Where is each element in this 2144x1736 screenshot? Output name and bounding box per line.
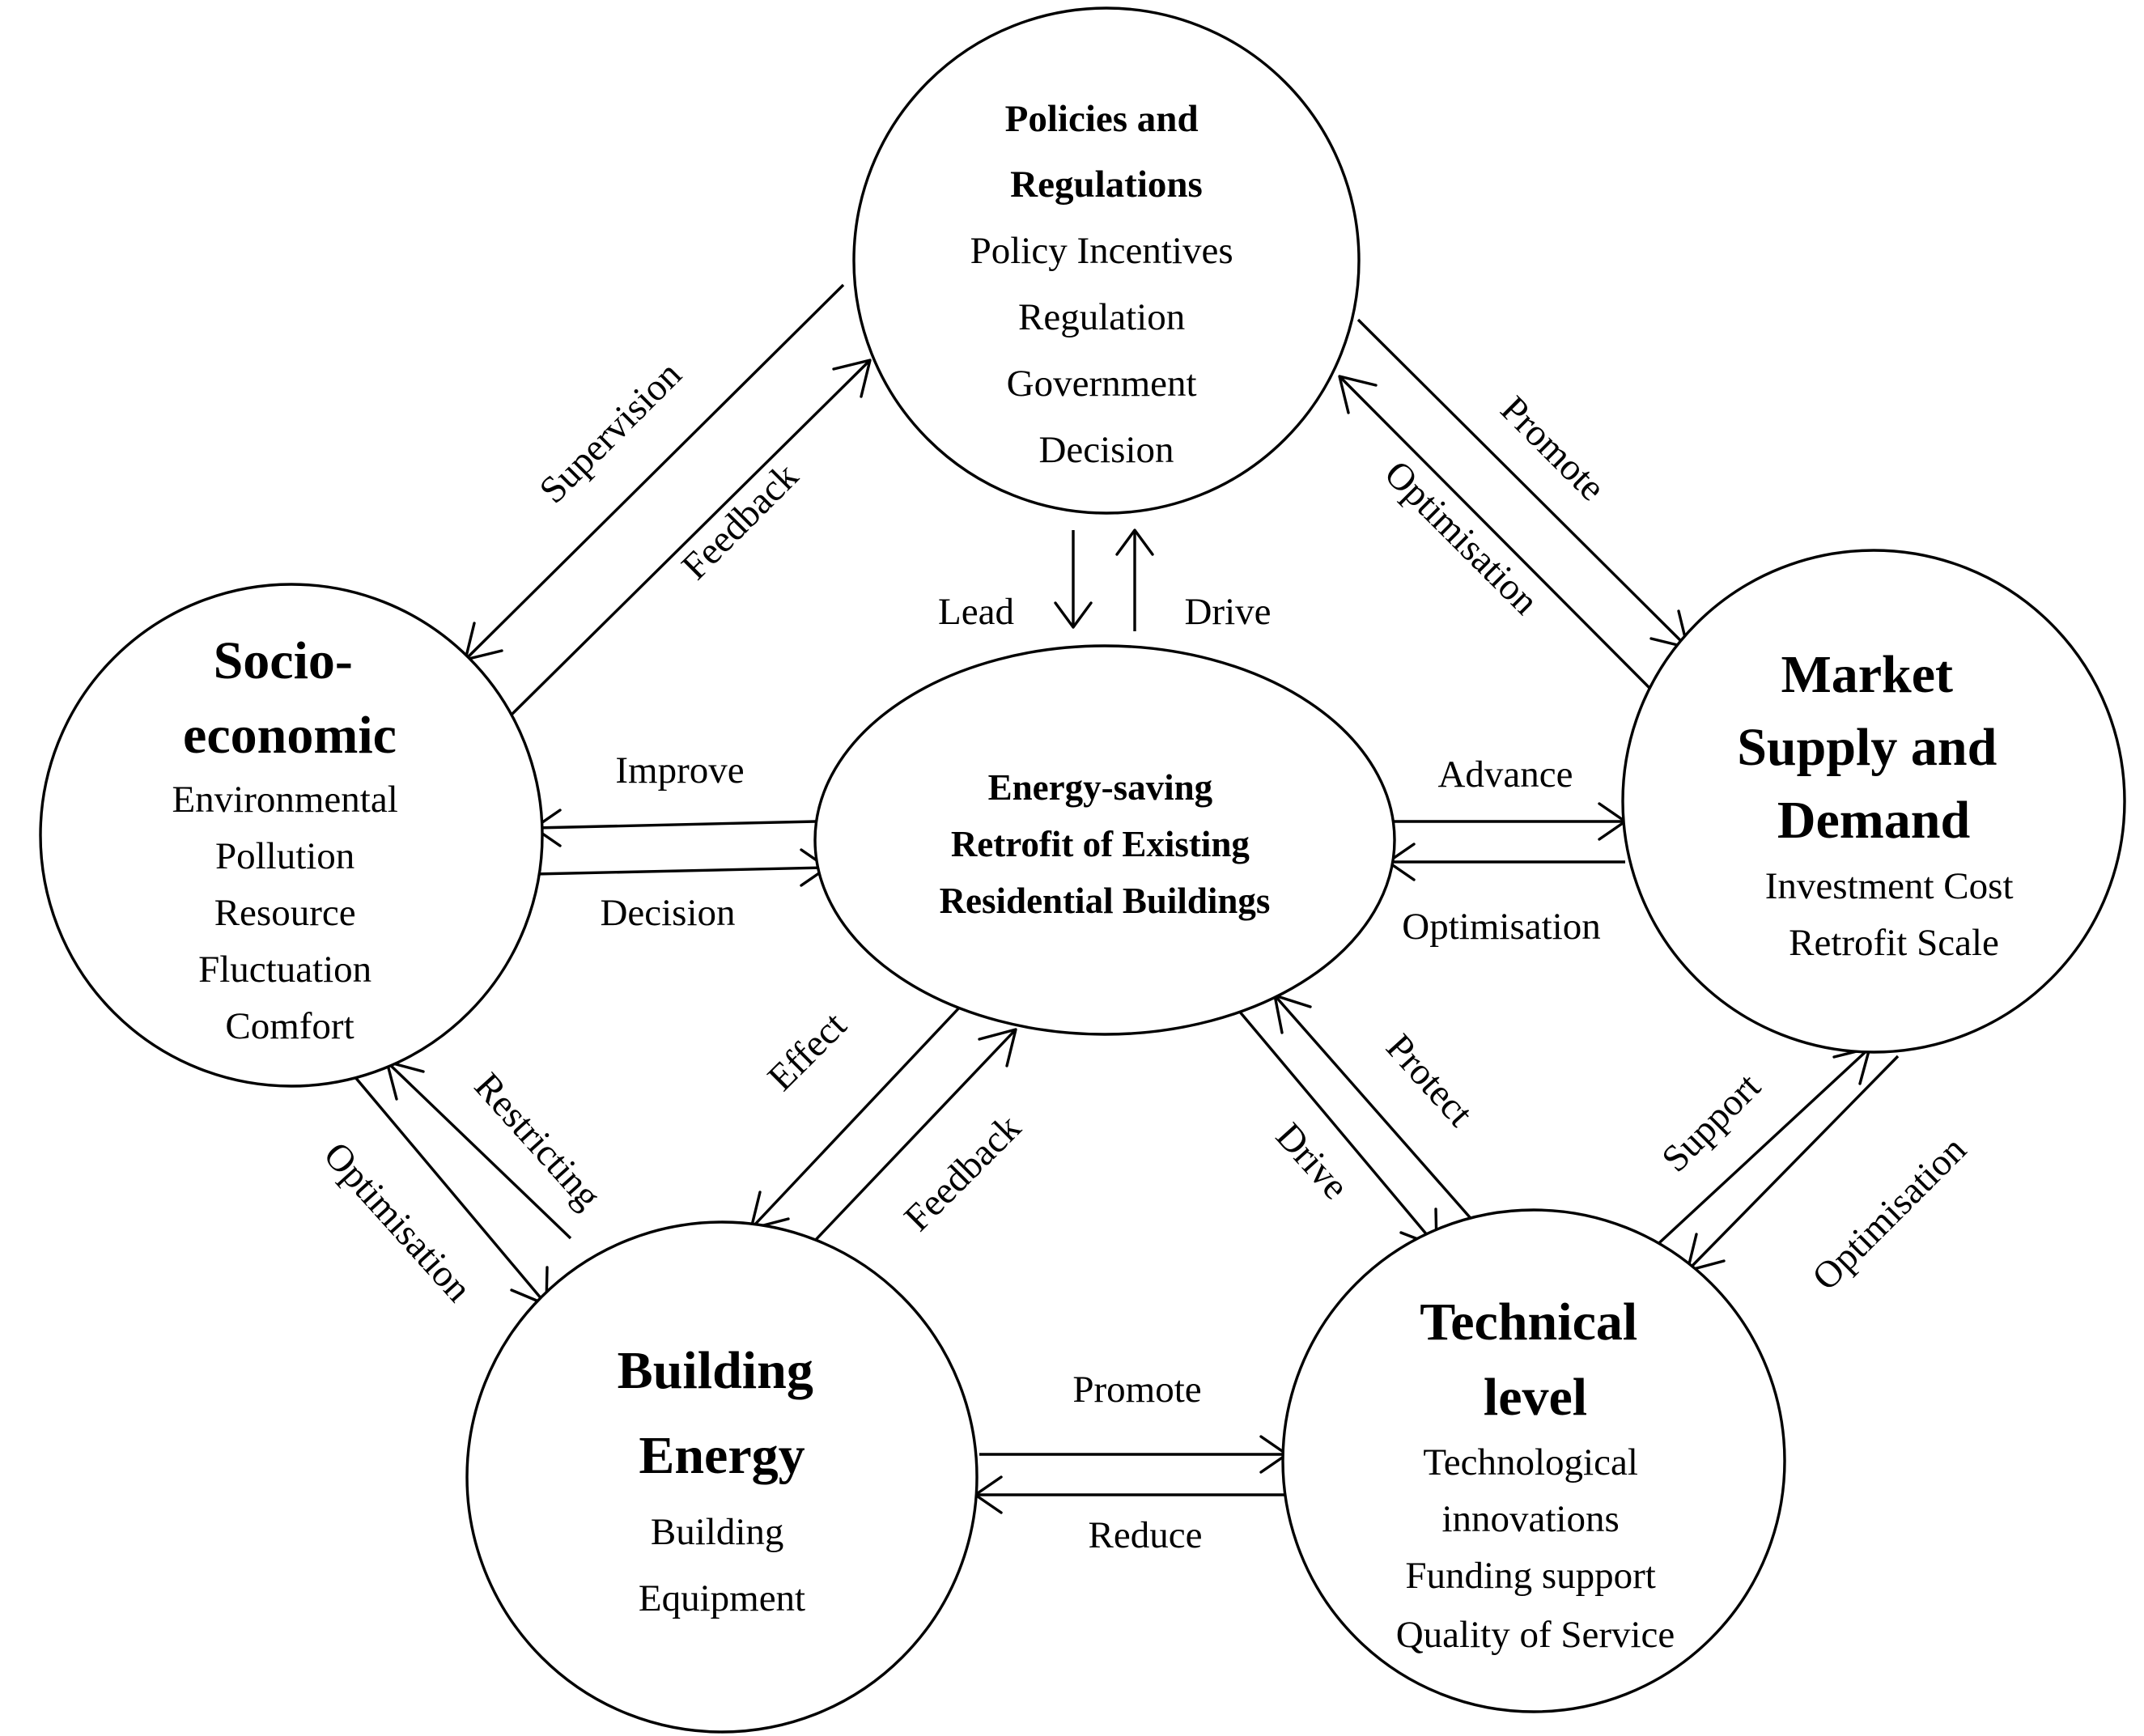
edge-label-promote-top: Promote [1492, 388, 1613, 509]
promote-top-arrow [1356, 318, 1689, 649]
edge-label-optimisation-top: Optimisation [1376, 452, 1546, 622]
edge-label-optimisation-right: Optimisation [1804, 1128, 1974, 1298]
node-building: Building Energy Building Equipment [465, 1220, 979, 1734]
edge-label-drive-top: Drive [1184, 591, 1271, 633]
node-building-items: Building Equipment [639, 1511, 805, 1619]
connectors [353, 283, 1900, 1514]
node-socio-item: Fluctuation [198, 949, 371, 991]
edge-label-drive-bottom: Drive [1267, 1115, 1356, 1208]
node-technical: Technical level Technological innovation… [1281, 1208, 1786, 1713]
node-market-title-line: Market [1781, 645, 1953, 704]
node-policies-circle [852, 6, 1361, 515]
node-market-title: Market Supply and Demand [1737, 645, 2010, 850]
edge-label-improve: Improve [615, 749, 744, 792]
feedback-top-arrow [508, 359, 872, 718]
drive-top-arrowhead [1115, 528, 1154, 556]
decision-arrow [533, 866, 828, 876]
node-socio-item: Environmental [172, 779, 397, 821]
support-arrow [1649, 1046, 1871, 1252]
node-policies-items: Policy Incentives Regulation Government … [970, 230, 1243, 471]
optimisation-top-arrow [1338, 375, 1653, 691]
edge-label-protect: Protect [1378, 1026, 1481, 1135]
node-center-ellipse [813, 644, 1396, 1036]
edge-label-effect: Effect [760, 1004, 855, 1099]
node-technical-item: innovations [1441, 1498, 1619, 1540]
edge-label-lead: Lead [938, 591, 1014, 633]
node-socio-item: Pollution [215, 835, 355, 877]
node-socio-items: Environmental Pollution Resource Fluctua… [172, 779, 407, 1047]
edge-label-advance: Advance [1437, 753, 1573, 796]
node-market-items: Investment Cost Retrofit Scale [1765, 865, 2023, 964]
node-technical-item: Funding support [1405, 1555, 1655, 1597]
node-technical-item: Quality of Service [1396, 1614, 1675, 1656]
node-socio-item: Resource [214, 892, 356, 934]
node-center: Energy-saving Retrofit of Existing Resid… [813, 644, 1396, 1036]
node-building-title-line: Building [618, 1341, 813, 1400]
node-center-title-line: Residential Buildings [940, 881, 1271, 921]
node-building-item: Equipment [639, 1577, 805, 1619]
edge-label-support: Support [1654, 1065, 1768, 1180]
node-technical-title: Technical level [1420, 1292, 1650, 1427]
node-socio: Socio- economic Environmental Pollution … [39, 583, 544, 1088]
edge-label-decision: Decision [600, 892, 735, 934]
edge-label-supervision: Supervision [532, 354, 690, 512]
node-policies-title-line: Regulations [1010, 163, 1203, 206]
node-policies-item: Policy Incentives [970, 230, 1233, 272]
feedback-top-arrowhead [832, 359, 872, 398]
feedback-bottom-arrowhead [978, 1028, 1017, 1067]
edge-label-reduce: Reduce [1089, 1514, 1203, 1556]
node-socio-title-line: Socio- [214, 631, 353, 690]
node-technical-items: Technological innovations Funding suppor… [1396, 1441, 1675, 1656]
edge-label-feedback-bottom: Feedback [896, 1106, 1029, 1239]
optimisation-right-arrow [1686, 1055, 1900, 1272]
node-socio-item: Comfort [225, 1005, 354, 1047]
edge-label-feedback-top: Feedback [673, 455, 806, 588]
edge-label-optimisation-mid: Optimisation [1402, 906, 1600, 948]
feedback-bottom-arrow [809, 1028, 1017, 1246]
improve-arrow [533, 820, 817, 830]
node-policies-item: Decision [1038, 429, 1174, 471]
node-market-item: Investment Cost [1765, 865, 2014, 907]
edge-label-optimisation-left: Optimisation [316, 1134, 480, 1309]
effect-arrow [749, 1002, 965, 1230]
node-building-title-line: Energy [639, 1426, 805, 1485]
node-policies-title-line: Policies and [1005, 98, 1199, 140]
node-technical-title-line: level [1484, 1368, 1587, 1427]
edge-label-restricting: Restricting [466, 1065, 609, 1217]
node-technical-circle [1281, 1208, 1786, 1713]
node-policies-item: Government [1007, 363, 1197, 405]
node-technical-item: Technological [1423, 1441, 1638, 1483]
node-market-title-line: Demand [1777, 791, 1970, 850]
node-policies-title: Policies and Regulations [1005, 98, 1208, 206]
node-market: Market Supply and Demand Investment Cost… [1621, 549, 2126, 1054]
node-market-item: Retrofit Scale [1789, 922, 1999, 964]
restricting-arrow [385, 1060, 572, 1240]
node-building-item: Building [651, 1511, 784, 1553]
edge-label-promote-bottom: Promote [1072, 1369, 1201, 1411]
node-policies-item: Regulation [1018, 296, 1185, 338]
node-technical-title-line: Technical [1420, 1292, 1637, 1352]
node-market-title-line: Supply and [1737, 718, 1997, 777]
node-center-title-line: Energy-saving [988, 767, 1213, 808]
node-socio-title: Socio- economic [183, 631, 397, 765]
optimisation-top-arrowhead [1338, 375, 1378, 414]
node-center-title-line: Retrofit of Existing [951, 824, 1250, 864]
node-socio-circle [39, 583, 544, 1088]
optimisation-left-arrow [353, 1075, 548, 1306]
drive-bottom-arrow [1237, 1008, 1438, 1248]
node-building-circle [465, 1220, 979, 1734]
node-center-title: Energy-saving Retrofit of Existing Resid… [940, 767, 1271, 921]
node-building-title: Building Energy [618, 1341, 827, 1485]
supervision-arrow [464, 283, 845, 661]
node-socio-title-line: economic [183, 706, 397, 765]
node-policies: Policies and Regulations Policy Incentiv… [852, 6, 1361, 515]
lead-arrowhead [1054, 601, 1093, 629]
protect-arrow [1273, 994, 1483, 1232]
node-market-circle [1621, 549, 2126, 1054]
